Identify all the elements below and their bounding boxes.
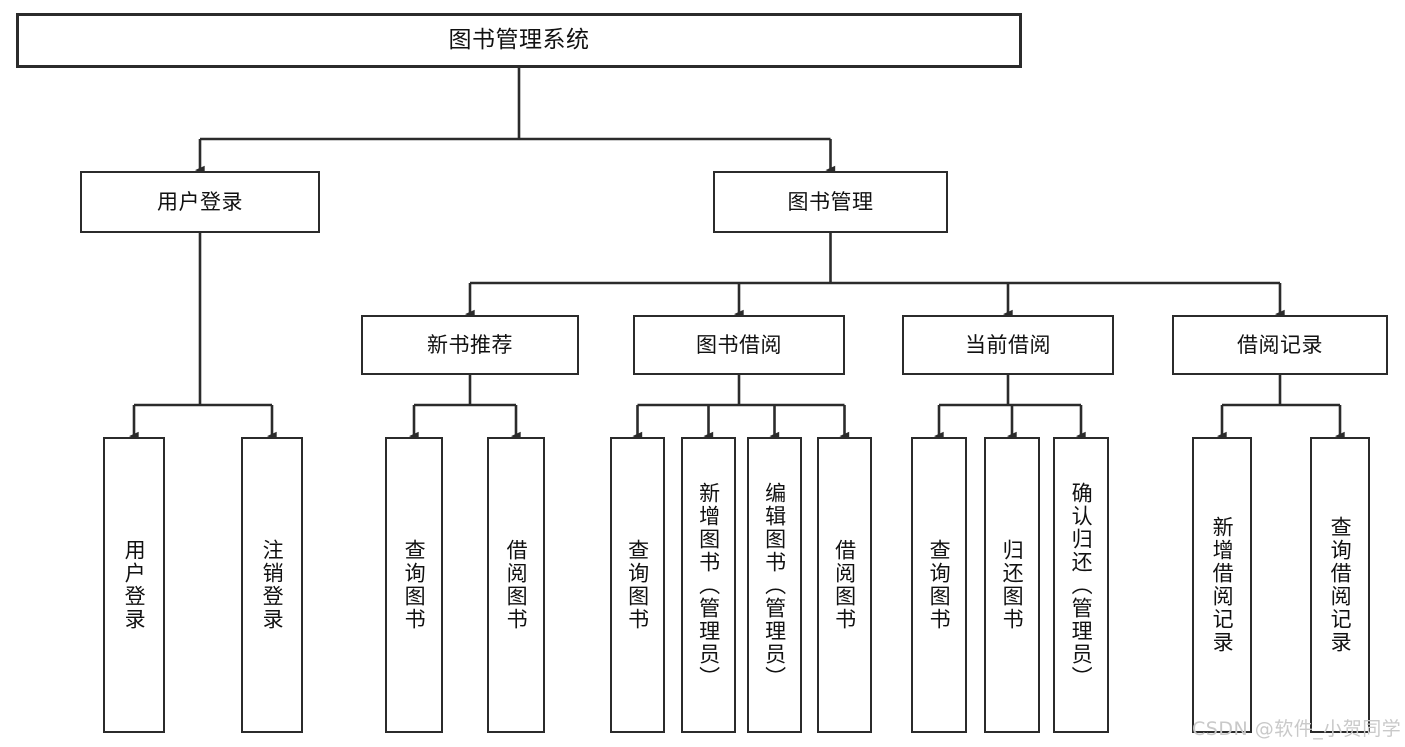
node-r_add[interactable]: 新增借阅记录	[1192, 437, 1252, 733]
node-label: 新书推荐	[427, 332, 513, 357]
node-b_add[interactable]: 新增图书（管理员）	[681, 437, 736, 733]
node-label: 注销登录	[260, 539, 285, 631]
node-current[interactable]: 当前借阅	[902, 315, 1114, 375]
node-label: 借阅记录	[1237, 332, 1323, 357]
node-c_return[interactable]: 归还图书	[984, 437, 1040, 733]
node-label: 查询图书	[927, 539, 952, 631]
node-label: 用户登录	[122, 539, 147, 631]
node-borrow[interactable]: 图书借阅	[633, 315, 845, 375]
node-book_mgmt[interactable]: 图书管理	[713, 171, 948, 233]
node-c_confirm[interactable]: 确认归还（管理员）	[1053, 437, 1109, 733]
node-new_book[interactable]: 新书推荐	[361, 315, 579, 375]
node-label: 查询图书	[402, 539, 427, 631]
node-label: 归还图书	[1000, 539, 1025, 631]
node-label: 查询图书	[625, 539, 650, 631]
node-label: 借阅图书	[504, 539, 529, 631]
node-l_login[interactable]: 用户登录	[103, 437, 165, 733]
node-root[interactable]: 图书管理系统	[16, 13, 1022, 68]
node-b_edit[interactable]: 编辑图书（管理员）	[747, 437, 802, 733]
node-c_query[interactable]: 查询图书	[911, 437, 967, 733]
node-b_lend[interactable]: 借阅图书	[817, 437, 872, 733]
node-label: 图书管理系统	[448, 27, 590, 54]
node-label: 当前借阅	[965, 332, 1051, 357]
node-label: 编辑图书（管理员）	[762, 481, 787, 689]
node-label: 图书借阅	[696, 332, 782, 357]
node-l_logout[interactable]: 注销登录	[241, 437, 303, 733]
node-label: 图书管理	[787, 189, 874, 214]
csdn-watermark: CSDN @软件_小贺同学	[1192, 718, 1402, 740]
node-r_query[interactable]: 查询借阅记录	[1310, 437, 1370, 733]
node-label: 新增图书（管理员）	[696, 481, 721, 689]
node-records[interactable]: 借阅记录	[1172, 315, 1388, 375]
node-label: 新增借阅记录	[1210, 516, 1235, 654]
node-label: 查询借阅记录	[1328, 516, 1353, 654]
node-label: 用户登录	[157, 189, 243, 214]
node-label: 确认归还（管理员）	[1069, 481, 1094, 689]
node-label: 借阅图书	[832, 539, 857, 631]
node-user_login[interactable]: 用户登录	[80, 171, 320, 233]
node-n_query[interactable]: 查询图书	[385, 437, 443, 733]
node-b_query[interactable]: 查询图书	[610, 437, 665, 733]
node-n_borrow[interactable]: 借阅图书	[487, 437, 545, 733]
